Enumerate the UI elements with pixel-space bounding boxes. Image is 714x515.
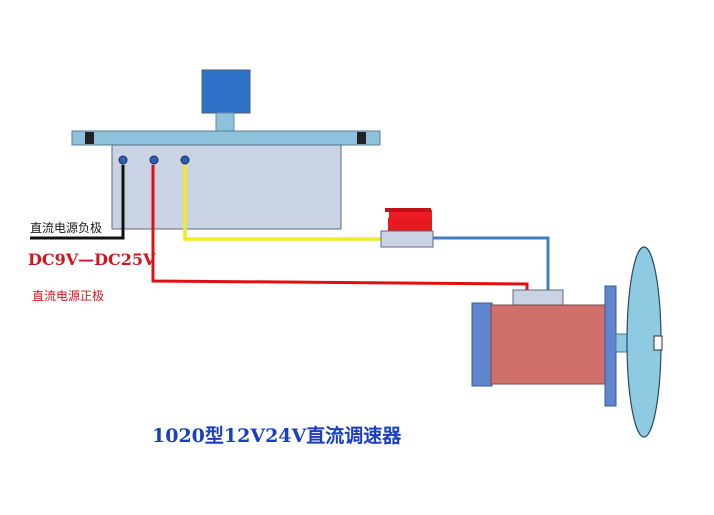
label-voltage: DC9V—DC25V — [28, 250, 156, 269]
switch — [380, 208, 434, 248]
controller-knob — [201, 69, 251, 114]
motor-body — [490, 304, 606, 385]
motor-rear-cap — [471, 302, 493, 387]
controller-box — [111, 144, 342, 230]
switch-button-base — [388, 218, 432, 231]
mounting-plate — [71, 130, 381, 146]
switch-red-button — [389, 210, 432, 218]
yellow-wire — [183, 165, 381, 241]
motor-terminal-block — [512, 289, 564, 306]
terminal-negative — [118, 155, 128, 165]
label-positive: 直流电源正极 — [32, 289, 104, 303]
terminal-positive — [149, 155, 159, 165]
black-wire — [30, 165, 125, 240]
terminal-output — [180, 155, 190, 165]
switch-red-button-top — [385, 208, 431, 212]
plate-slot-left — [85, 132, 94, 144]
blue-wire — [432, 236, 550, 290]
plate-slot-right — [357, 132, 366, 144]
motor-flange — [604, 285, 617, 407]
shaft-end-nut — [653, 335, 663, 351]
red-wire — [151, 165, 529, 290]
knob-shaft — [215, 112, 235, 133]
diagram-title: 1020型12V24V直流调速器 — [152, 424, 402, 447]
label-negative: 直流电源负极 — [30, 221, 102, 235]
switch-body — [380, 230, 434, 248]
motor — [471, 246, 663, 438]
speed-controller — [71, 69, 381, 230]
